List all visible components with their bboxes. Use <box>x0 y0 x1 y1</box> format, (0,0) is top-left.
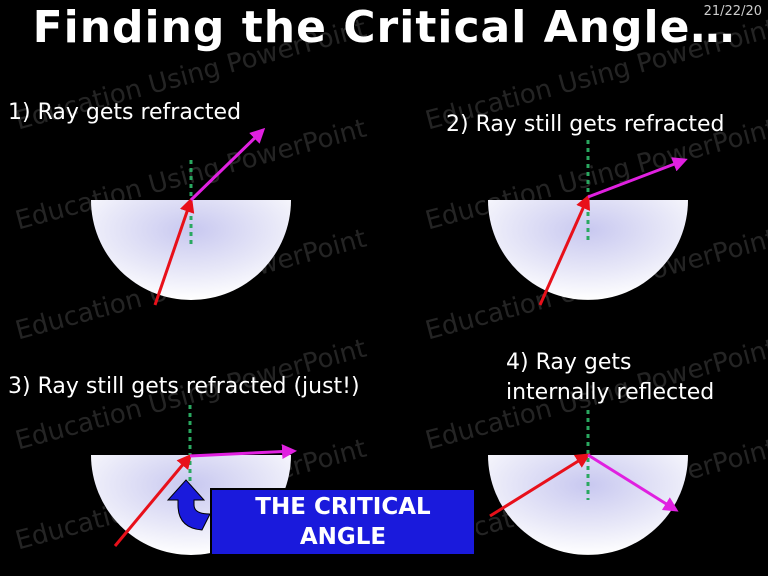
panel-2-caption: 2) Ray still gets refracted <box>446 112 725 137</box>
incident-ray <box>153 197 195 306</box>
panel-1-diagram <box>91 127 291 306</box>
reflected-ray <box>587 453 679 512</box>
panel-2-diagram <box>488 140 688 306</box>
panel-3-caption: 3) Ray still gets refracted (just!) <box>8 374 360 399</box>
callout-text: THE CRITICAL ANGLE <box>255 494 431 550</box>
glass-block <box>488 200 688 300</box>
refracted-ray <box>189 444 297 460</box>
panel-4-diagram <box>488 410 688 555</box>
slide-date: 21/22/20 <box>703 4 762 19</box>
incident-ray <box>538 194 590 306</box>
critical-angle-callout: THE CRITICAL ANGLE <box>210 488 476 556</box>
panel-1-caption: 1) Ray gets refracted <box>8 100 242 125</box>
panel-4-caption: 4) Ray gets internally reflected <box>506 350 715 405</box>
incident-ray <box>489 453 591 518</box>
curved-arrow-icon <box>166 479 211 531</box>
glass-block <box>91 200 291 300</box>
incident-ray <box>113 453 192 547</box>
glass-block <box>488 455 688 555</box>
refracted-ray <box>189 127 266 202</box>
slide-title: Finding the Critical Angle… <box>32 2 736 53</box>
refracted-ray <box>587 157 688 199</box>
